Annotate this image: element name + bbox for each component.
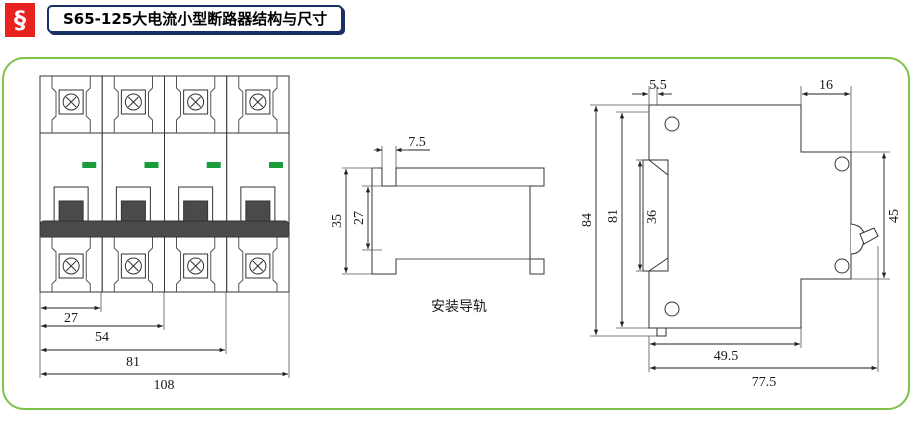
pole-2-top-screw-cross [128,96,139,108]
pole-4-bottom-recess [238,237,278,292]
din-rail-drawing [342,146,545,275]
pole-1-bottom-recess [51,237,91,292]
pole-4-indicator [269,162,283,168]
pole-4-top-recess [238,76,278,133]
side-dim-81: 81 [606,209,621,223]
front-dim-27: 27 [64,311,78,326]
front-extension-lines [39,292,290,378]
pole-1-top-recess [51,76,91,133]
side-dim-45: 45 [887,209,902,223]
clip-tab [656,327,667,337]
pole-3-top-screw-cross [190,96,201,108]
hole-top-left [664,116,680,132]
breaker-front-view [39,75,290,378]
side-body-outline [648,104,852,329]
pole-2-handle [120,200,146,222]
pole-4-top-screw-cross [252,96,264,108]
pole-3-indicator [206,162,221,168]
side-dim-36: 36 [645,210,660,224]
diagram-panel [2,57,910,410]
pole-2-bottom-screw-cross [128,260,139,272]
front-dimension-lines [41,305,288,377]
rail-outline [371,167,545,275]
pole-4-bottom-screw-cross [252,260,264,272]
pole-3-bottom-screw-cross [190,260,201,272]
hole-bottom-left [664,301,680,317]
rail-dim-7-5: 7.5 [408,135,426,150]
rail-dim-27: 27 [352,211,367,225]
pole-1-handle [58,200,84,222]
page-title: S65-125大电流小型断路器结构与尺寸 [47,5,344,33]
hole-bottom-right [834,258,850,274]
pole-1-indicator [82,162,97,168]
side-dim-5-5: 5.5 [649,78,667,93]
handle-bar [39,220,290,238]
side-dim-49-5: 49.5 [714,349,739,364]
pole-1-bottom-screw-cross [65,260,77,272]
rail-dim-35: 35 [330,214,345,228]
side-dim-16: 16 [819,78,833,93]
front-dim-81: 81 [126,355,140,370]
header: § S65-125大电流小型断路器结构与尺寸 [0,0,913,46]
hole-top-right [834,156,850,172]
pole-1-top-screw-cross [65,96,77,108]
section-symbol-badge: § [5,3,35,37]
pole-2-indicator [144,162,159,168]
pole-3-bottom-recess [176,237,216,292]
side-dim-77-5: 77.5 [752,375,777,390]
breaker-side-view [590,86,890,372]
pole-2-bottom-recess [113,237,153,292]
pole-4-handle [245,200,271,222]
pole-3-handle [183,200,209,222]
pole-3-top-recess [176,76,216,133]
side-dim-84: 84 [580,213,595,227]
front-dim-108: 108 [154,378,175,393]
pole-2-top-recess [113,76,153,133]
rail-caption: 安装导轨 [431,299,487,315]
front-dim-54: 54 [95,330,109,345]
rail-slot [642,159,669,272]
